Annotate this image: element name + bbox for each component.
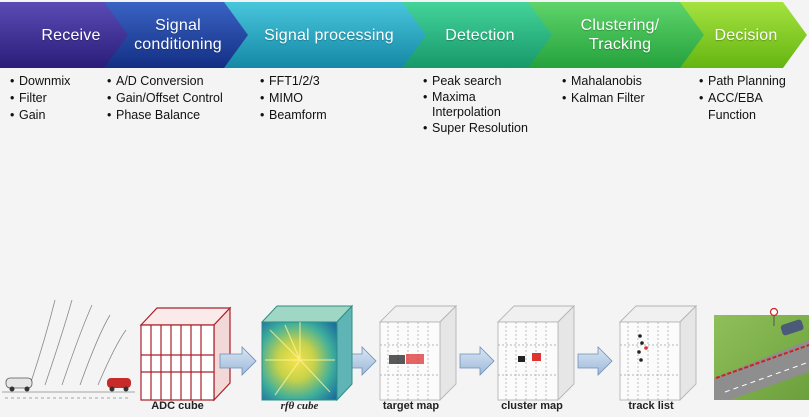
bullet-item: Downmix	[10, 73, 70, 90]
bullet-item: Phase Balance	[107, 107, 223, 124]
label-track-list: track list	[628, 400, 674, 412]
stage-title-signal-processing: Signal processing	[264, 26, 394, 44]
bullets-signal-processing: FFT1/2/3 MIMO Beamform	[260, 73, 327, 124]
bullet-item: Beamform	[260, 107, 327, 124]
label-rf-theta-cube: rfθ cube	[280, 400, 319, 412]
rf-theta-cube	[260, 304, 354, 402]
stage-title-signal-conditioning: Signal conditioning	[134, 17, 222, 53]
bullet-item: Mahalanobis	[562, 73, 645, 90]
track-list-cube	[618, 304, 698, 402]
bullet-item: MIMO	[260, 90, 327, 107]
pipeline-chevron-bar	[0, 2, 807, 68]
flow-arrow-icon	[577, 346, 613, 376]
bullet-item: Maxima Interpolation	[423, 90, 528, 120]
stage-chevron-decision	[680, 2, 807, 68]
bullet-item: FFT1/2/3	[260, 73, 327, 90]
cluster-points	[518, 353, 541, 362]
adc-cube	[139, 306, 232, 402]
stage-chevron-detection	[402, 2, 556, 68]
target-car-icon	[107, 378, 131, 392]
stage-chevron-signal-processing	[224, 2, 430, 68]
label-target-map: target map	[382, 400, 440, 412]
bullet-item: Gain	[10, 107, 70, 124]
label-cluster-map: cluster map	[501, 400, 563, 412]
stage-chevron-receive	[0, 2, 132, 68]
bullet-item: ACC/EBA Function	[699, 90, 809, 124]
cluster-map-cube	[496, 304, 576, 402]
bullet-item: Filter	[10, 90, 70, 107]
bullet-item: Kalman Filter	[562, 90, 645, 107]
bullet-item: Gain/Offset Control	[107, 90, 223, 107]
track-points	[637, 334, 648, 362]
label-adc-cube: ADC cube	[151, 400, 204, 412]
bullets-decision: Path Planning ACC/EBA Function	[699, 73, 809, 124]
bullets-detection: Peak search Maxima Interpolation Super R…	[423, 73, 528, 137]
stage-chevron-clustering	[528, 2, 708, 68]
bullet-item: Peak search	[423, 73, 528, 90]
host-car-icon	[5, 377, 33, 392]
target-points	[389, 354, 424, 364]
bullet-item: Super Resolution	[423, 120, 528, 137]
radar-scene-icon	[2, 299, 135, 399]
stage-title-clustering: Clustering/ Tracking	[580, 17, 660, 53]
bullet-item: A/D Conversion	[107, 73, 223, 90]
bullets-receive: Downmix Filter Gain	[10, 73, 70, 124]
stage-title-detection: Detection	[445, 26, 515, 44]
bullet-item: Path Planning	[699, 73, 809, 90]
stage-chevron-signal-conditioning	[104, 2, 252, 68]
flow-arrow-icon	[459, 346, 495, 376]
road-scene-image	[714, 307, 809, 400]
flow-arrow-icon	[219, 346, 257, 376]
bullets-clustering: Mahalanobis Kalman Filter	[562, 73, 645, 107]
target-map-cube	[378, 304, 458, 402]
stage-title-receive: Receive	[41, 26, 101, 44]
stage-title-decision: Decision	[714, 26, 778, 44]
bullets-signal-conditioning: A/D Conversion Gain/Offset Control Phase…	[107, 73, 223, 124]
